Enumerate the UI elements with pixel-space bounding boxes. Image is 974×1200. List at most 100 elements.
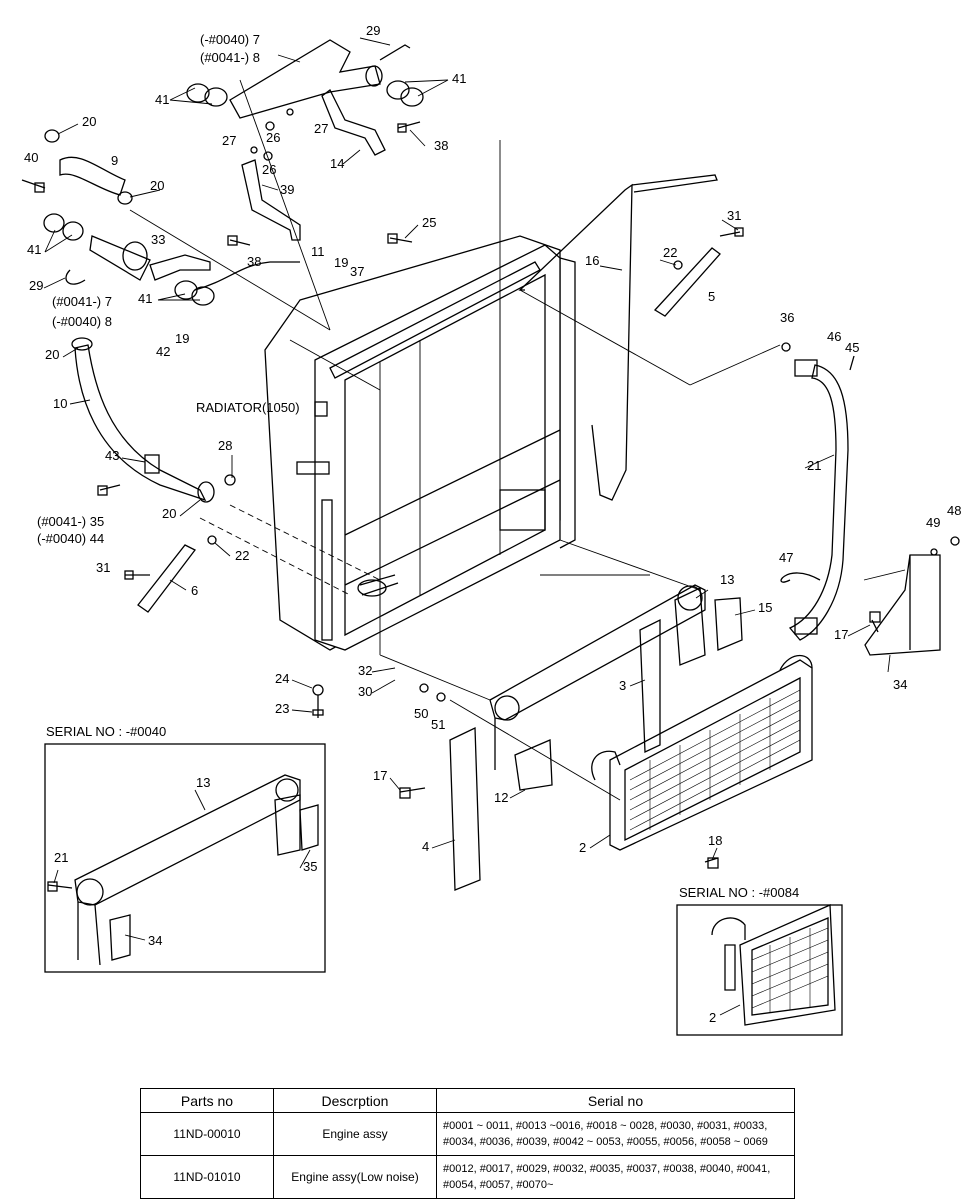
cell-part-no: 11ND-00010 <box>140 1112 274 1156</box>
callout-label: 34 <box>148 933 162 948</box>
table-row: 11ND-00010 Engine assy #0001 ~ 0011, #00… <box>140 1112 795 1156</box>
callout-label: 34 <box>893 677 907 692</box>
callout-label: 16 <box>585 253 599 268</box>
header-serial-no: Serial no <box>436 1088 795 1113</box>
callout-label: (#0041-) 35 <box>37 514 104 529</box>
callout-label: 11 <box>311 244 325 259</box>
callout-label: 43 <box>105 448 119 463</box>
callout-label: 20 <box>162 506 176 521</box>
callout-label: 46 <box>827 329 841 344</box>
callout-label: 13 <box>196 775 210 790</box>
callout-label: 28 <box>218 438 232 453</box>
callout-label: 41 <box>155 92 169 107</box>
callout-label: 2 <box>579 840 586 855</box>
callout-label: 21 <box>807 458 821 473</box>
header-parts-no: Parts no <box>140 1088 274 1113</box>
callout-label: 45 <box>845 340 859 355</box>
callout-label: 14 <box>330 156 344 171</box>
parts-table: Parts no Descrption Serial no 11ND-00010… <box>140 1088 795 1199</box>
callout-label: 42 <box>156 344 170 359</box>
callout-label: 3 <box>619 678 626 693</box>
callout-label: 40 <box>24 150 38 165</box>
callout-label: 20 <box>82 114 96 129</box>
callout-label: 29 <box>366 23 380 38</box>
callout-label: 18 <box>708 833 722 848</box>
callout-label: 19 <box>334 255 348 270</box>
callout-label: 19 <box>175 331 189 346</box>
cell-description: Engine assy <box>273 1112 437 1156</box>
callout-label: 26 <box>266 130 280 145</box>
callout-label: 47 <box>779 550 793 565</box>
callout-label: 20 <box>150 178 164 193</box>
callout-label: 20 <box>45 347 59 362</box>
callout-label: 24 <box>275 671 289 686</box>
cell-part-no: 11ND-01010 <box>140 1155 274 1199</box>
callout-label: 41 <box>138 291 152 306</box>
callout-label: (-#0040) 7 <box>200 32 260 47</box>
inset-serial-0040 <box>44 743 326 973</box>
callout-label: 32 <box>358 663 372 678</box>
callout-label: 27 <box>314 121 328 136</box>
callout-label: 31 <box>96 560 110 575</box>
callout-label: 31 <box>727 208 741 223</box>
cell-serial: #0012, #0017, #0029, #0032, #0035, #0037… <box>436 1155 795 1199</box>
callout-label: 48 <box>947 503 961 518</box>
callout-label: 41 <box>452 71 466 86</box>
callout-label: (-#0040) 8 <box>52 314 112 329</box>
callout-label: 38 <box>434 138 448 153</box>
callout-label: (#0041-) 8 <box>200 50 260 65</box>
callout-label: 4 <box>422 839 429 854</box>
cell-description: Engine assy(Low noise) <box>273 1155 437 1199</box>
callout-label: 5 <box>708 289 715 304</box>
callout-label: 9 <box>111 153 118 168</box>
callout-label: 30 <box>358 684 372 699</box>
callout-label: (-#0040) 44 <box>37 531 104 546</box>
callout-label: 38 <box>247 254 261 269</box>
callout-label: 29 <box>29 278 43 293</box>
callout-label: 22 <box>663 245 677 260</box>
fasteners <box>21 80 960 869</box>
serial-line: #0054, #0057, #0070~ <box>443 1179 554 1191</box>
callout-label: 6 <box>191 583 198 598</box>
table-row: 11ND-01010 Engine assy(Low noise) #0012,… <box>140 1155 795 1199</box>
callout-label: (#0041-) 7 <box>52 294 112 309</box>
callout-label: RADIATOR(1050) <box>196 400 300 415</box>
callout-label: 36 <box>780 310 794 325</box>
inset-label-serial-0040: SERIAL NO : -#0040 <box>46 724 167 739</box>
callout-label: 12 <box>494 790 508 805</box>
callout-label: 2 <box>709 1010 716 1025</box>
callout-label: 33 <box>151 232 165 247</box>
pipes-and-hoses <box>59 39 849 641</box>
callout-label: 26 <box>262 162 276 177</box>
brackets <box>137 89 941 656</box>
callout-label: 21 <box>54 850 68 865</box>
callout-labels: 29(-#0040) 7(#0041-) 8414120262727263840… <box>24 23 961 1025</box>
callout-label: 49 <box>926 515 940 530</box>
callout-label: 41 <box>27 242 41 257</box>
callout-label: 51 <box>431 717 445 732</box>
callout-label: 27 <box>222 133 236 148</box>
radiator-assembly <box>264 235 576 651</box>
callout-label: 15 <box>758 600 772 615</box>
serial-line: #0001 ~ 0011, #0013 ~0016, #0018 ~ 0028,… <box>443 1120 768 1132</box>
callout-label: 37 <box>350 264 364 279</box>
callout-label: 13 <box>720 572 734 587</box>
callout-label: 17 <box>373 768 387 783</box>
intercooler-assembly <box>449 584 813 891</box>
callout-label: 25 <box>422 215 436 230</box>
cell-serial: #0001 ~ 0011, #0013 ~0016, #0018 ~ 0028,… <box>436 1112 795 1156</box>
inset-serial-0084 <box>676 904 843 1036</box>
callout-label: 17 <box>834 627 848 642</box>
leader-lines <box>43 37 906 861</box>
callout-label: 22 <box>235 548 249 563</box>
callout-label: 50 <box>414 706 428 721</box>
callout-label: 23 <box>275 701 289 716</box>
callout-label: 10 <box>53 396 67 411</box>
serial-line: #0012, #0017, #0029, #0032, #0035, #0037… <box>443 1163 771 1175</box>
serial-line: #0034, #0036, #0039, #0042 ~ 0053, #0055… <box>443 1136 768 1148</box>
parts-table-header-row: Parts no Descrption Serial no <box>140 1088 795 1113</box>
header-description: Descrption <box>273 1088 437 1113</box>
callout-label: 39 <box>280 182 294 197</box>
callout-label: 35 <box>303 859 317 874</box>
